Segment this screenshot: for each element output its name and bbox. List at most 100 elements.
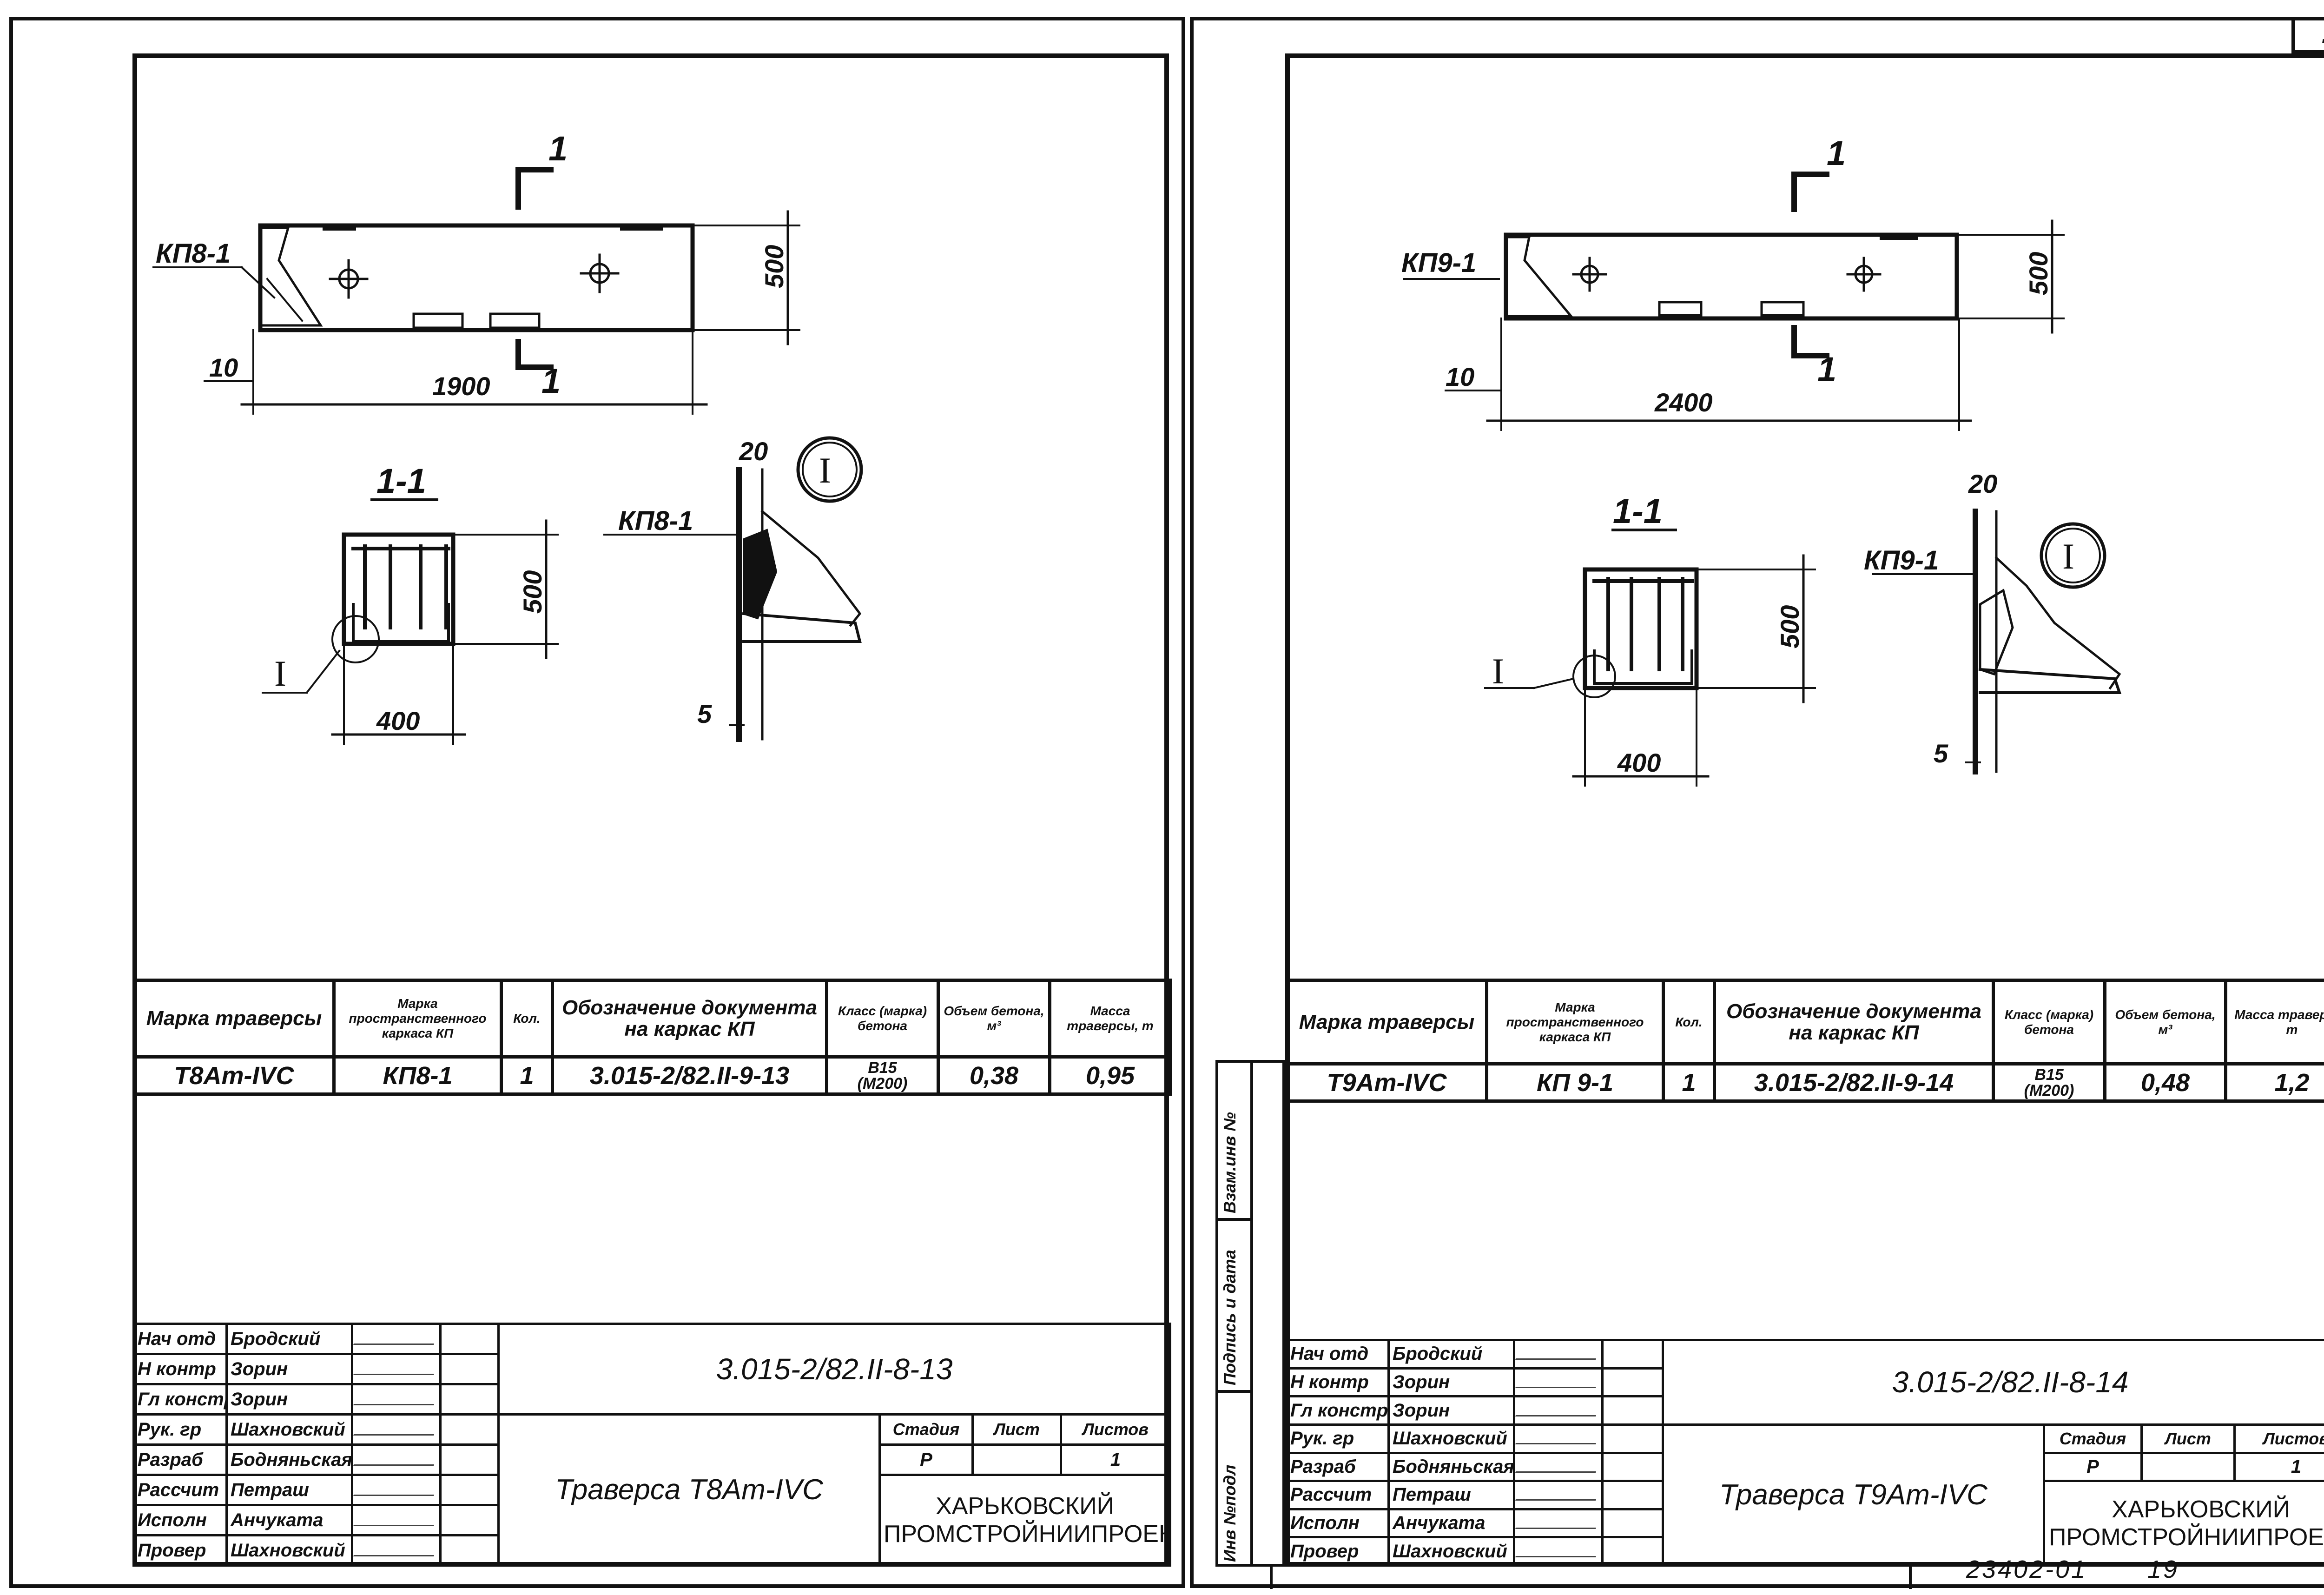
- tb-name-5: Петраш: [1387, 1480, 1515, 1510]
- tb-signature: [1513, 1480, 1604, 1510]
- tb-name-4: Бодняньская: [1387, 1451, 1515, 1482]
- spec-cell-volume: 0,48: [2103, 1062, 2227, 1103]
- left-frame-label: КП8-1: [156, 238, 231, 269]
- tb-role-3: Рук. гр: [132, 1413, 228, 1446]
- tb-role-0: Нач отд: [132, 1323, 228, 1355]
- right-dim-offset: 10: [1446, 362, 1474, 391]
- signature-mark: [354, 1359, 438, 1375]
- tb-stage-value: Р: [878, 1443, 974, 1476]
- tb-signature: [1513, 1451, 1604, 1482]
- left-section-width: 400: [376, 706, 420, 735]
- tb-date: [1601, 1480, 1664, 1510]
- tb-name-0: Бродский: [1387, 1339, 1515, 1370]
- spec-header-class: Класс (марка) бетона: [825, 979, 940, 1059]
- tb-signature: [351, 1443, 442, 1476]
- tb-signature: [351, 1474, 442, 1506]
- tb-stage-label: Стадия: [878, 1413, 974, 1446]
- spec-header-volume: Объем бетона, м³: [937, 979, 1051, 1059]
- left-section-mark-top: 1: [548, 129, 568, 168]
- tb-sheets-value: 1: [1059, 1443, 1172, 1476]
- tb-name-7: Шахновский: [225, 1534, 353, 1567]
- tb-date: [439, 1443, 500, 1476]
- signature-mark: [1516, 1344, 1600, 1360]
- signature-mark: [1516, 1514, 1600, 1529]
- left-section-mark-bottom: 1: [541, 362, 561, 400]
- spec-cell-frame: КП8-1: [332, 1055, 503, 1096]
- tb-role-5: Рассчит: [132, 1474, 228, 1506]
- signature-mark: [1516, 1457, 1600, 1473]
- spec-header-volume: Объем бетона, м³: [2103, 979, 2227, 1066]
- left-detail-view: [603, 436, 863, 742]
- spec-header-mark: Марка траверсы: [1285, 979, 1488, 1066]
- signature-mark: [1516, 1429, 1600, 1445]
- spec-cell-class: В15(М200): [1992, 1062, 2106, 1103]
- tb-signature: [1513, 1536, 1604, 1567]
- left-detail-dim-bottom: 5: [697, 699, 712, 728]
- side-stamp-divider-1: [1250, 1060, 1253, 1567]
- tb-signature: [351, 1413, 442, 1446]
- tb-name-0: Бродский: [225, 1323, 353, 1355]
- spec-header-doc: Обозначение документа на каркас КП: [551, 979, 828, 1059]
- tb-role-4: Разраб: [1285, 1451, 1390, 1482]
- tb-name-2: Зорин: [1387, 1395, 1515, 1426]
- right-detail-mark: I: [2062, 536, 2074, 576]
- tb-date: [439, 1383, 500, 1416]
- signature-mark: [1516, 1401, 1600, 1416]
- right-detail-frame-label: КП9-1: [1864, 545, 1939, 576]
- tb-date: [1601, 1339, 1664, 1370]
- tb-sheet-label: Лист: [2140, 1423, 2236, 1454]
- tb-signature: [351, 1504, 442, 1536]
- tb-doc-code: 3.015-2/82.II-8-13: [497, 1323, 1172, 1416]
- signature-mark: [354, 1541, 438, 1556]
- spec-header-class: Класс (марка) бетона: [1992, 979, 2106, 1066]
- spec-cell-class-top: В15: [2034, 1066, 2064, 1084]
- tb-sheet-label: Лист: [971, 1413, 1062, 1446]
- tb-role-5: Рассчит: [1285, 1480, 1390, 1510]
- spec-cell-volume: 0,38: [937, 1055, 1051, 1096]
- left-dim-length: 1900: [432, 371, 490, 401]
- right-sheet-outline: [1190, 17, 2324, 1588]
- right-detail-dim-top: 20: [1968, 469, 1997, 498]
- right-detail-view: [1872, 509, 2122, 774]
- tb-name-6: Анчуката: [1387, 1508, 1515, 1539]
- tb-role-2: Гл констр: [132, 1383, 228, 1416]
- spec-cell-mass: 1,2: [2224, 1062, 2324, 1103]
- left-title-block: Нач отд Бродский 3.015-2/82.II-8-13 Н ко…: [132, 1323, 1172, 1567]
- left-plan-view: [152, 167, 800, 415]
- signature-mark: [1516, 1542, 1600, 1557]
- tb-date: [439, 1353, 500, 1385]
- tb-title-name: Траверса Т8Ат-IVС: [497, 1413, 881, 1567]
- right-section-view: [1484, 529, 1816, 787]
- signature-mark: [1516, 1372, 1600, 1388]
- archive-sheet: 19: [2147, 1555, 2179, 1583]
- tb-date: [439, 1413, 500, 1446]
- tb-signature: [1513, 1339, 1604, 1370]
- tb-date: [1601, 1451, 1664, 1482]
- right-section-height: 500: [1775, 605, 1804, 649]
- tb-role-4: Разраб: [132, 1443, 228, 1476]
- left-sheet-outline: [9, 17, 1185, 1588]
- tb-role-1: Н контр: [132, 1353, 228, 1385]
- tb-signature: [351, 1383, 442, 1416]
- spec-header-frame: Марка пространственного каркаса КП: [332, 979, 503, 1059]
- tb-date: [1601, 1536, 1664, 1567]
- tb-name-1: Зорин: [1387, 1367, 1515, 1398]
- spec-header-doc: Обозначение документа на каркас КП: [1713, 979, 1995, 1066]
- side-stamp-divider-3: [1215, 1390, 1253, 1393]
- spec-cell-qty: 1: [1662, 1062, 1716, 1103]
- spec-header-mass: Масса траверсы, т: [2224, 979, 2324, 1066]
- spec-cell-frame: КП 9-1: [1485, 1062, 1665, 1103]
- tb-date: [439, 1474, 500, 1506]
- tb-sheets-value: 1: [2233, 1451, 2324, 1482]
- right-section-detail-mark: I: [1492, 651, 1504, 691]
- left-detail-mark: I: [819, 450, 831, 490]
- signature-mark: [354, 1329, 438, 1345]
- signature-mark: [354, 1450, 438, 1466]
- signature-mark: [354, 1420, 438, 1436]
- spec-header-qty: Кол.: [1662, 979, 1716, 1066]
- right-spec-table: Марка траверсы Марка пространственного к…: [1285, 979, 2324, 1103]
- signature-mark: [354, 1390, 438, 1405]
- left-section-height: 500: [518, 570, 547, 614]
- tb-signature: [351, 1534, 442, 1567]
- tb-role-2: Гл констр: [1285, 1395, 1390, 1426]
